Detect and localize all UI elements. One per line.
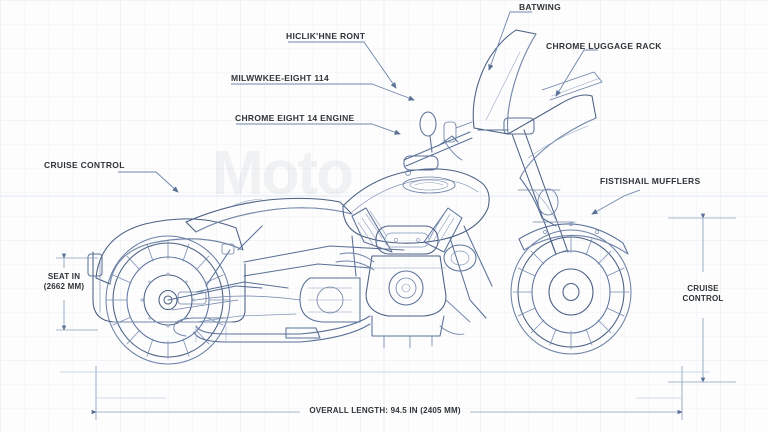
callout-cruise-control-left: CRUISE CONTROL (44, 160, 125, 170)
dimension-seat-height: SEAT IN (2662 MM) (24, 272, 104, 292)
leader-batwing (488, 11, 532, 71)
leader-luggage-rack (555, 49, 598, 97)
front-wheel (510, 229, 632, 355)
dimension-seat-height-line1: SEAT IN (47, 272, 81, 281)
dimension-right-line2: CONTROL (682, 294, 724, 303)
callout-handlebar-front: HICLIK'HNE RONT (286, 31, 366, 41)
exhaust-system (173, 252, 375, 343)
callout-chrome-engine: CHROME EIGHT 14 ENGINE (235, 113, 355, 123)
watermark: Moto (212, 139, 354, 208)
callout-fishtail-mufflers: FISTISHAIL MUFFLERS (600, 176, 701, 186)
leader-cruise-left (118, 171, 179, 193)
callout-batwing: BATWING (518, 2, 562, 12)
leader-chrome-engine (236, 123, 401, 135)
leader-mufflers (591, 189, 641, 215)
dimension-right-cruise-control: CRUISE CONTROL (672, 284, 734, 304)
engine (299, 207, 477, 349)
callout-milwaukee-eight: MILWWKEE-EIGHT 114 (231, 73, 329, 83)
dimension-seat-height-line2: (2662 MM) (43, 282, 85, 291)
leader-milwaukee (231, 83, 415, 101)
dimension-overall-length: OVERALL LENGTH: 94.5 IN (2405 MM) (309, 406, 461, 415)
callout-luggage-rack: CHROME LUGGAGE RACK (546, 41, 662, 51)
leader-handlebar (288, 41, 397, 89)
fairing (472, 29, 597, 227)
rear-wheel (105, 235, 231, 365)
handlebar-assembly (403, 111, 473, 171)
dimension-right-line1: CRUISE (687, 284, 719, 293)
